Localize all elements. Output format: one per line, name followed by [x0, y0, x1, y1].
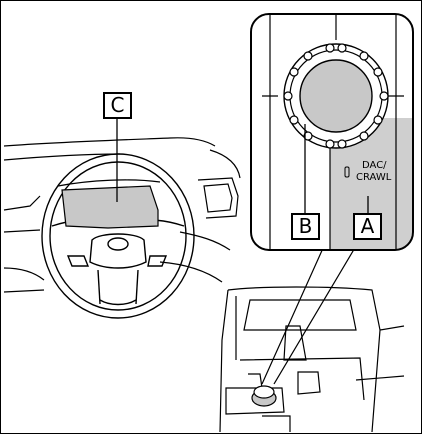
- instrument-cluster: [58, 180, 160, 228]
- callout-c-label: C: [103, 92, 132, 119]
- zoom-lines: [262, 246, 356, 384]
- callout-b-label: B: [291, 213, 320, 240]
- callout-a-label: A: [353, 213, 382, 240]
- center-console: [220, 287, 404, 432]
- console-dial: [252, 386, 276, 406]
- button-text-line1: DAC/: [362, 160, 387, 171]
- steering-wheel: [42, 154, 194, 318]
- button-text-line2: CRAWL: [356, 172, 392, 183]
